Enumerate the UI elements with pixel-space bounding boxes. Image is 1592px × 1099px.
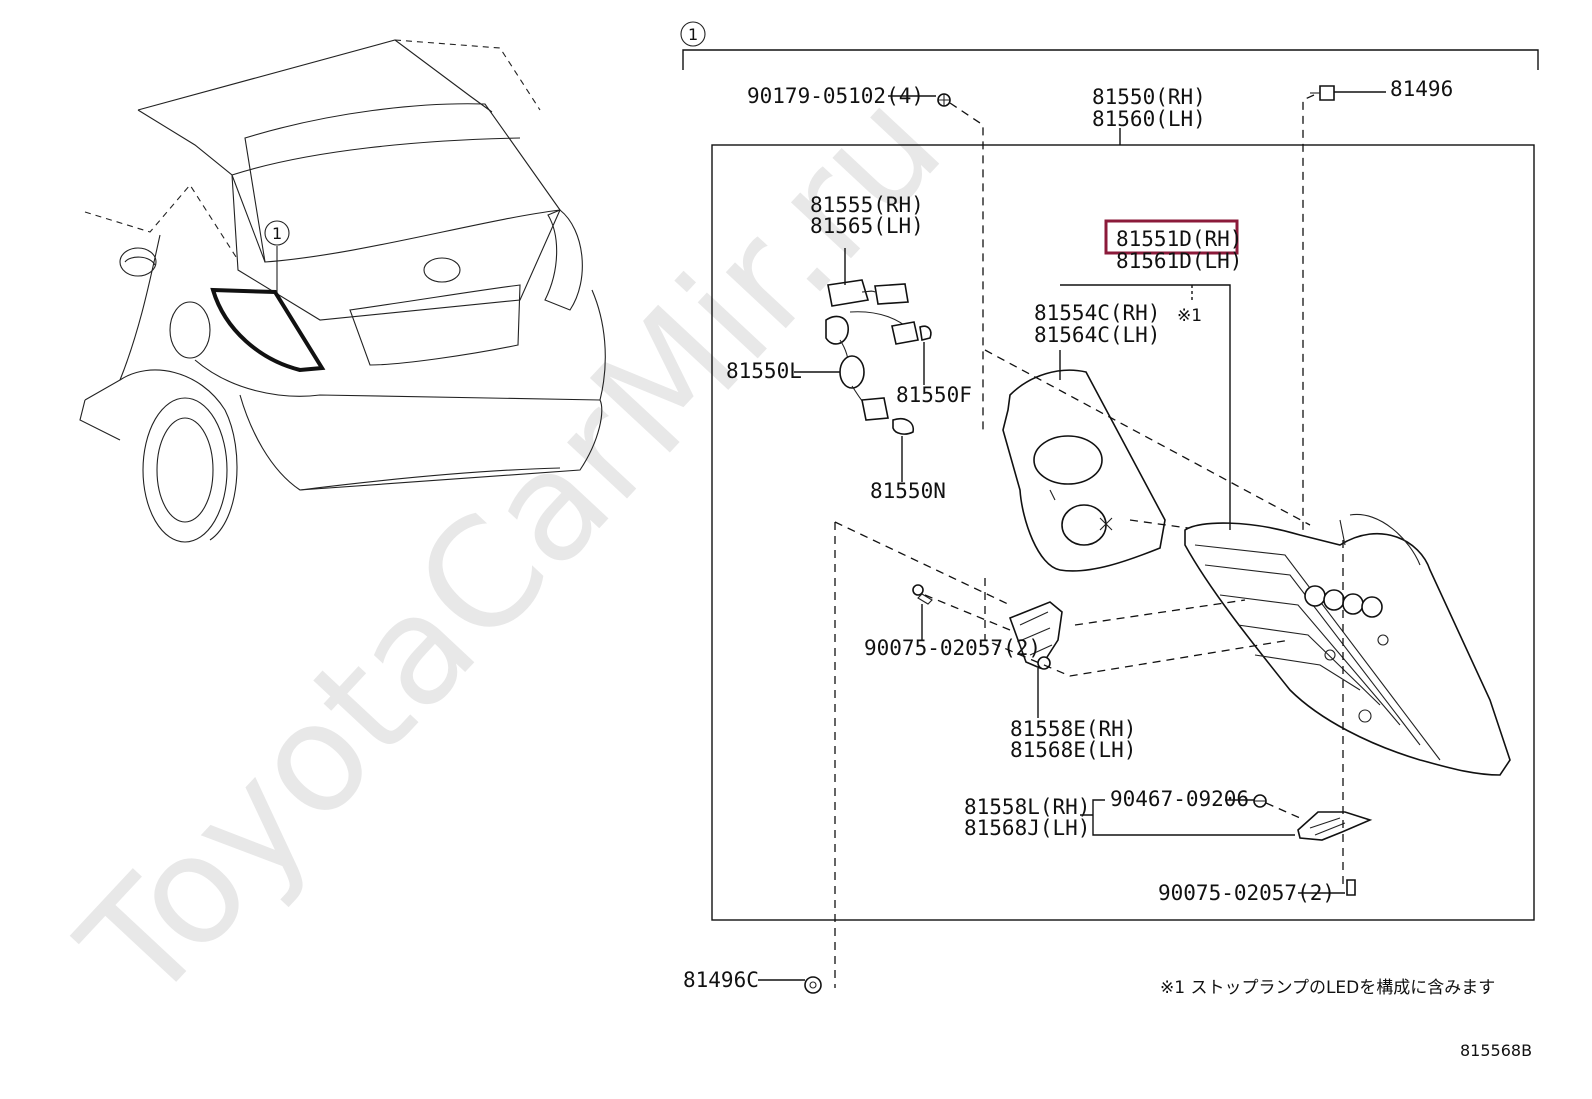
label-socket-lh: 81565(LH) [810,214,924,238]
clip-bottom-part [804,976,822,994]
label-bracket-rh: 81558E(RH) [1010,717,1136,741]
assembly-callout-number: 1 [688,25,698,44]
label-bulb-n: 81550N [870,479,946,503]
label-screw-bottom: 90075-02057(2) [1158,881,1335,905]
diagram-id: 815568B [1460,1041,1532,1060]
bolt-top-part [937,93,951,107]
socket-harness-part [825,279,932,435]
label-gasket-lh: 81564C(LH) [1034,323,1160,347]
clip-top-part [1310,85,1335,101]
label-lamp-rh: 81550(RH) [1092,85,1206,109]
gasket-part [1002,369,1166,572]
label-lamp-lh: 81560(LH) [1092,107,1206,131]
cover-bracket-part [1297,811,1373,841]
label-bulb-l: 81550L [726,359,802,383]
label-screw-mid: 90075-02057(2) [864,636,1041,660]
label-unit-lh: 81561D(LH) [1116,249,1242,273]
footnote: ※1 ストップランプのLEDを構成に含みます [1160,978,1495,998]
label-clip-bracket: 90467-09206 [1110,787,1249,811]
label-bulb-f: 81550F [896,383,972,407]
assembly-bracket: 1 [680,21,1539,70]
clip-bracket-part [1253,794,1267,808]
car-callout-number: 1 [272,224,282,243]
tail-lamp-unit-part [1184,513,1511,776]
label-socket-rh: 81555(RH) [810,193,924,217]
label-note-ref: ※1 [1177,306,1202,326]
assembly-frame [711,144,1535,921]
screw-bottom-part [1346,879,1356,896]
label-clip-top: 81496 [1390,77,1453,101]
label-cover-lh: 81568J(LH) [964,816,1090,840]
selected-part-highlight [1104,219,1239,255]
label-unit-rh: 81551D(RH) [1116,227,1242,251]
screw-mid-part [912,584,933,605]
label-cover-rh: 81558L(RH) [964,795,1090,819]
label-bolt-top: 90179-05102(4) [747,84,924,108]
car-rear-illustration: 1 [79,39,606,543]
label-bracket-lh: 81568E(LH) [1010,738,1136,762]
label-clip-bottom: 81496C [683,968,759,992]
label-gasket-rh: 81554C(RH) [1034,301,1160,325]
